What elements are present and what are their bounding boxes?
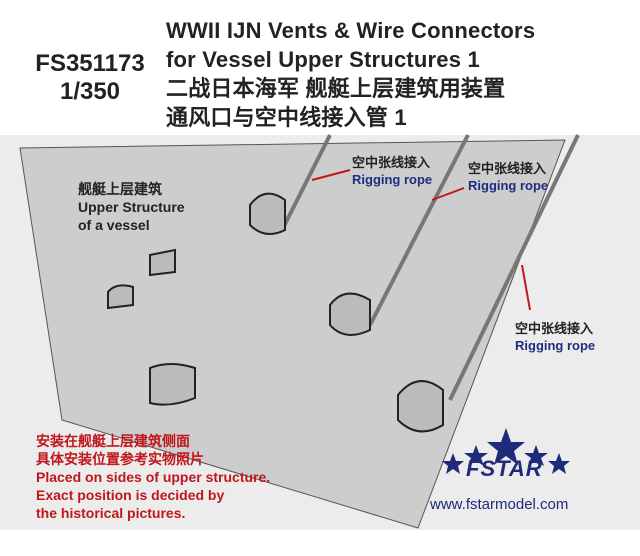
title-line: 二战日本海军 舰艇上层建筑用装置 [166, 76, 506, 101]
structure-label: 舰艇上层建筑 Upper Structure of a vessel [78, 180, 185, 234]
brand-logo: FSTAR [466, 456, 543, 481]
note-line: Exact position is decided by [36, 487, 225, 503]
product-code: FS351173 [35, 50, 145, 77]
rigging-callout-3: 空中张线接入 Rigging rope [515, 320, 595, 354]
structure-label-en: Upper Structure [78, 199, 185, 215]
callout-cn: 空中张线接入 [468, 161, 547, 176]
title-line: for Vessel Upper Structures 1 [166, 47, 480, 72]
callout-en: Rigging rope [515, 338, 596, 353]
note-line: 安装在舰艇上层建筑侧面 [36, 433, 190, 449]
product-scale: 1/350 [59, 78, 121, 105]
wires [280, 134, 580, 401]
callout-en: Rigging rope [352, 172, 433, 187]
rigging-callout-2: 空中张线接入 Rigging rope [468, 160, 548, 194]
product-title: WWII IJN Vents & Wire Connectors for Ves… [166, 16, 535, 132]
structure-label-cn: 舰艇上层建筑 [78, 181, 162, 197]
callout-lines [311, 169, 531, 311]
rigging-callout-1: 空中张线接入 Rigging rope [352, 154, 432, 188]
installation-notes: 安装在舰艇上层建筑侧面 具体安装位置参考实物照片 Placed on sides… [36, 432, 270, 522]
vent-parts [107, 192, 444, 433]
structure-label-en: of a vessel [78, 217, 150, 233]
brand-url: www.fstarmodel.com [430, 496, 569, 513]
title-line: WWII IJN Vents & Wire Connectors [166, 18, 536, 43]
note-line: Placed on sides of upper structure. [36, 469, 271, 485]
title-line: 通风口与空中线接入管 1 [166, 105, 407, 130]
note-line: 具体安装位置参考实物照片 [36, 451, 204, 467]
callout-cn: 空中张线接入 [515, 321, 594, 336]
brand-stars [442, 428, 570, 474]
callout-en: Rigging rope [468, 178, 549, 193]
note-line: the historical pictures. [36, 505, 186, 521]
callout-cn: 空中张线接入 [352, 155, 431, 170]
